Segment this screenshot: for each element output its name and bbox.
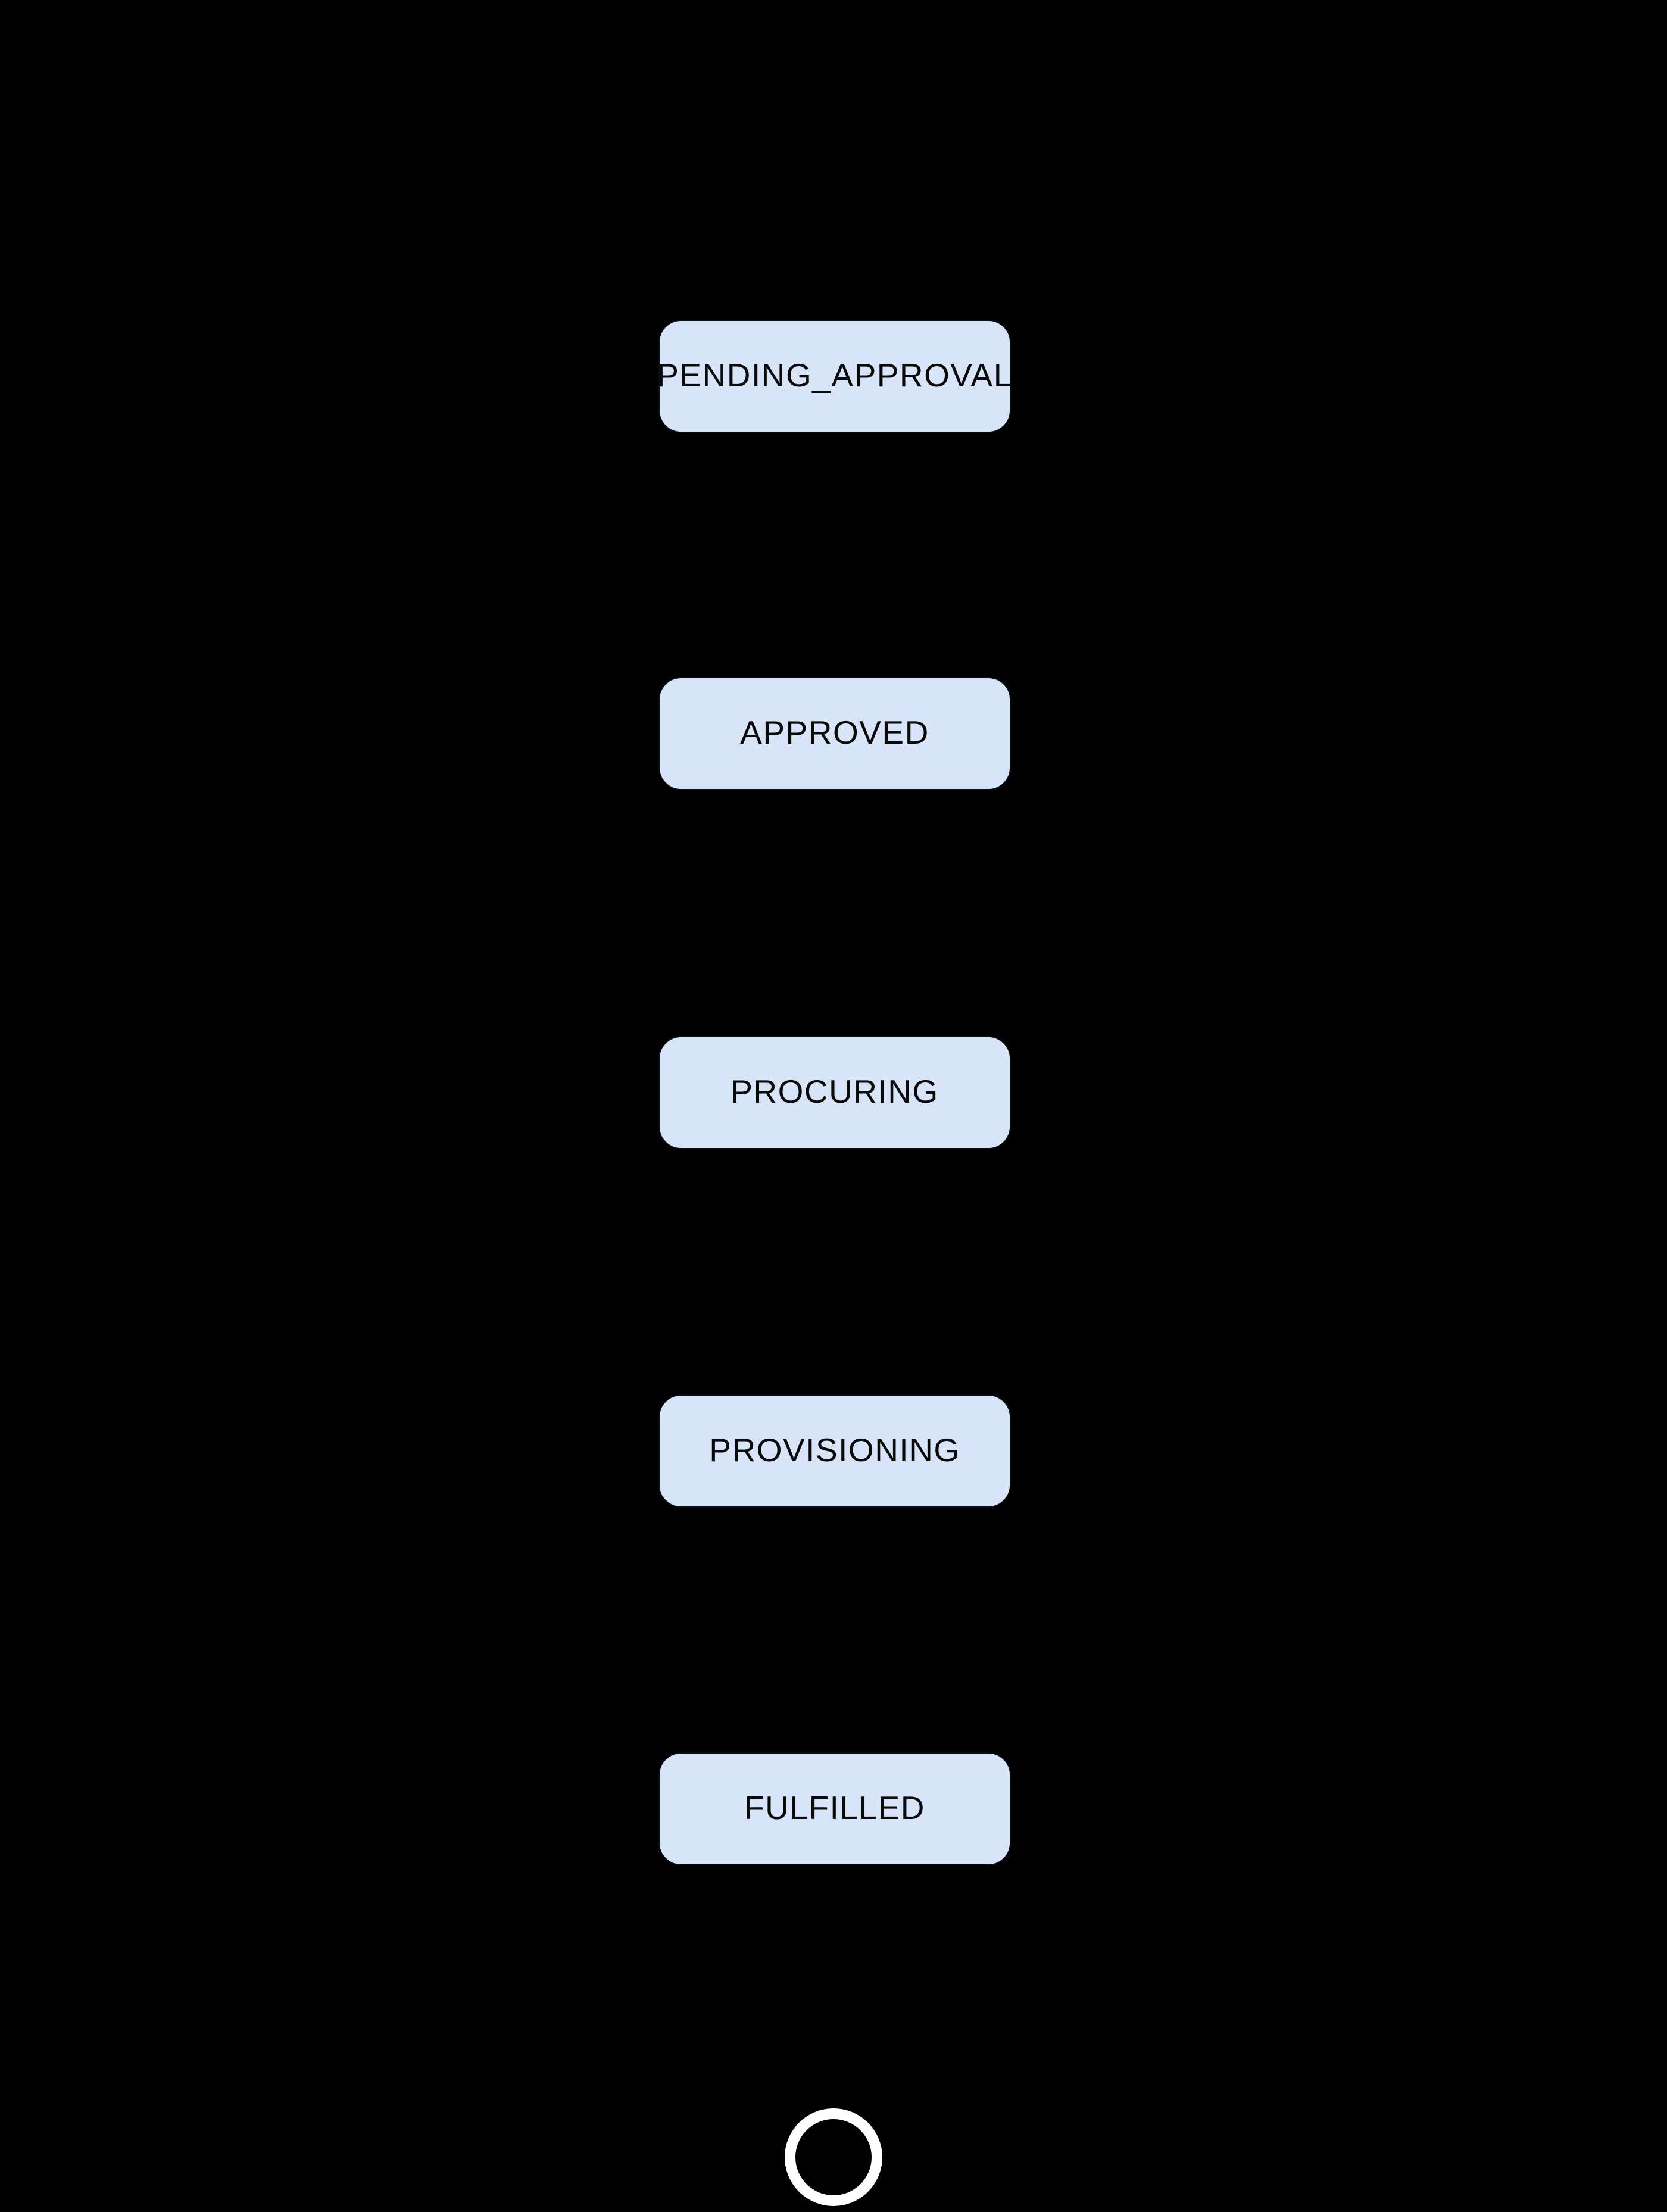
final-state-icon bbox=[785, 2108, 882, 2206]
state-label: PROVISIONING bbox=[709, 1431, 960, 1468]
state-node-approved: APPROVED bbox=[658, 677, 1011, 790]
state-node-provisioning: PROVISIONING bbox=[658, 1394, 1011, 1508]
state-node-procuring: PROCURING bbox=[658, 1036, 1011, 1149]
state-label: PROCURING bbox=[731, 1073, 939, 1110]
state-node-fulfilled: FULFILLED bbox=[658, 1752, 1011, 1865]
state-label: APPROVED bbox=[740, 714, 929, 751]
state-label: PENDING_APPROVAL bbox=[657, 357, 1013, 394]
state-label: FULFILLED bbox=[744, 1789, 925, 1826]
state-node-pending-approval: PENDING_APPROVAL bbox=[657, 320, 1013, 433]
